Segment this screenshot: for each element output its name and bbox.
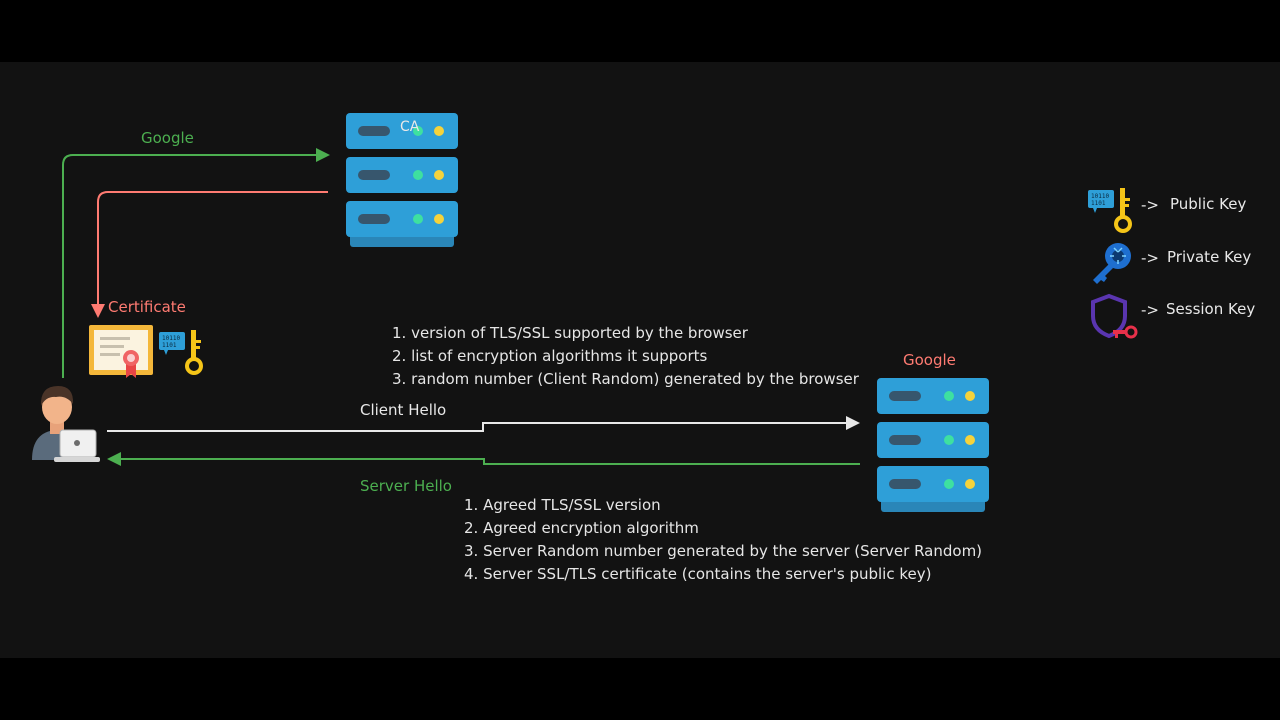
google-request-label: Google <box>141 129 194 147</box>
server-hello-arrowhead <box>107 452 121 466</box>
legend-arrow: -> <box>1141 196 1159 214</box>
public-key-icon: 10110 1101 <box>159 330 203 375</box>
svg-text:1101: 1101 <box>162 342 177 349</box>
list-item: 3. random number (Client Random) generat… <box>392 370 859 388</box>
ca-to-certificate-line <box>97 191 328 306</box>
client-hello-label: Client Hello <box>360 401 447 419</box>
svg-text:1101: 1101 <box>1091 200 1106 207</box>
certificate-label: Certificate <box>108 298 186 316</box>
private-key-icon <box>1093 243 1131 284</box>
google-server-icon <box>877 378 989 512</box>
server-hello-line <box>120 458 860 465</box>
ca-server-icon <box>346 113 458 247</box>
legend-arrow: -> <box>1141 301 1159 319</box>
client-hello-arrowhead <box>846 416 860 430</box>
ca-label: CA <box>400 119 420 135</box>
svg-text:10110: 10110 <box>162 335 180 342</box>
list-item: 2. Agreed encryption algorithm <box>464 519 699 537</box>
svg-text:10110: 10110 <box>1091 193 1109 200</box>
server-hello-label: Server Hello <box>360 477 452 495</box>
list-item: 1. Agreed TLS/SSL version <box>464 496 661 514</box>
legend-label-session-key: Session Key <box>1166 300 1256 318</box>
list-item: 4. Server SSL/TLS certificate (contains … <box>464 565 932 583</box>
session-key-icon <box>1091 293 1138 339</box>
user-laptop-icon <box>32 386 100 462</box>
ca-to-certificate-arrowhead <box>91 304 105 318</box>
list-item: 1. version of TLS/SSL supported by the b… <box>392 324 748 342</box>
public-key-icon: 10110 1101 <box>1088 188 1132 233</box>
client-hello-line <box>107 422 848 432</box>
list-item: 2. list of encryption algorithms it supp… <box>392 347 708 365</box>
google-server-label: Google <box>903 351 956 369</box>
request-to-ca-line <box>62 154 318 378</box>
certificate-icon <box>89 325 153 378</box>
client-hello-list: 1. version of TLS/SSL supported by the b… <box>392 322 859 391</box>
request-to-ca-arrowhead <box>316 148 330 162</box>
legend-label-public-key: Public Key <box>1170 195 1247 213</box>
legend-arrow: -> <box>1141 249 1159 267</box>
list-item: 3. Server Random number generated by the… <box>464 542 983 560</box>
diagram-canvas <box>0 62 1280 658</box>
legend-label-private-key: Private Key <box>1167 248 1252 266</box>
server-hello-list: 1. Agreed TLS/SSL version 2. Agreed encr… <box>464 494 982 586</box>
